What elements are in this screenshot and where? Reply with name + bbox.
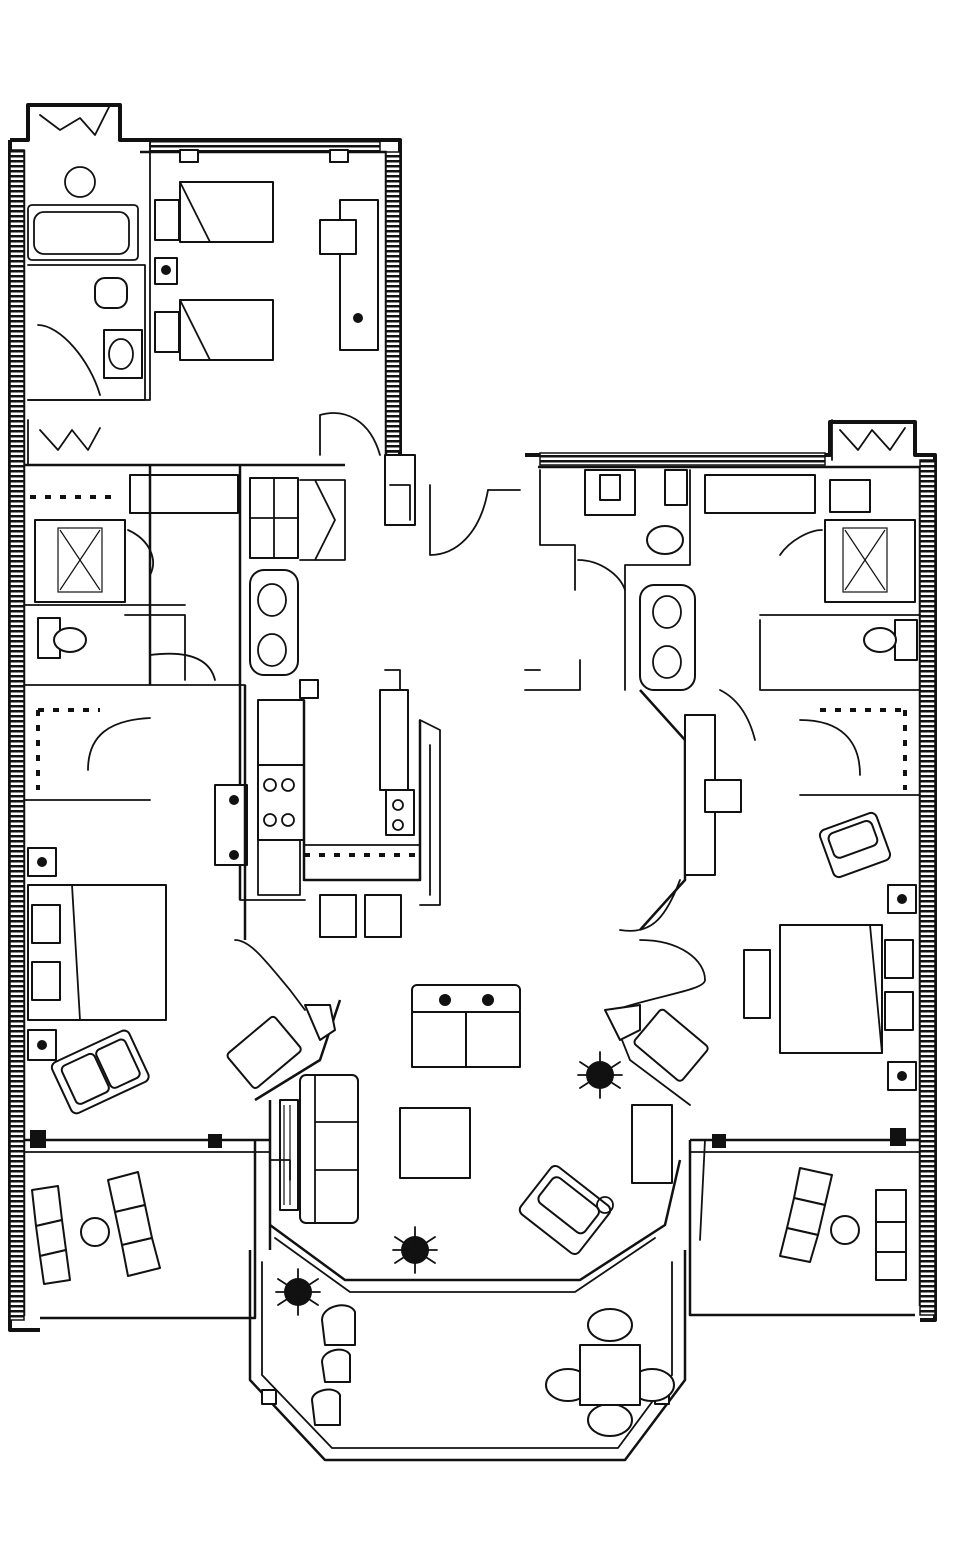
dining-patio <box>248 1250 687 1462</box>
foyer-bath <box>524 469 696 691</box>
bedroom-top-left <box>154 149 381 456</box>
balcony-left <box>23 1130 271 1320</box>
interior-walls <box>148 465 306 940</box>
bath-right <box>704 419 921 796</box>
plant-icon <box>275 1268 321 1316</box>
dining-table <box>545 1308 675 1437</box>
bath-top-left <box>27 104 151 401</box>
living-room <box>226 984 709 1316</box>
bedroom-left <box>27 847 306 1115</box>
bath-left <box>23 419 346 801</box>
balcony-right <box>688 1128 921 1317</box>
kitchen <box>214 465 441 938</box>
plant-icon <box>392 1226 438 1274</box>
bedroom-right <box>614 689 917 1241</box>
plant-icon <box>577 1051 623 1099</box>
hatched-walls <box>9 139 936 1321</box>
foyer <box>384 454 576 591</box>
